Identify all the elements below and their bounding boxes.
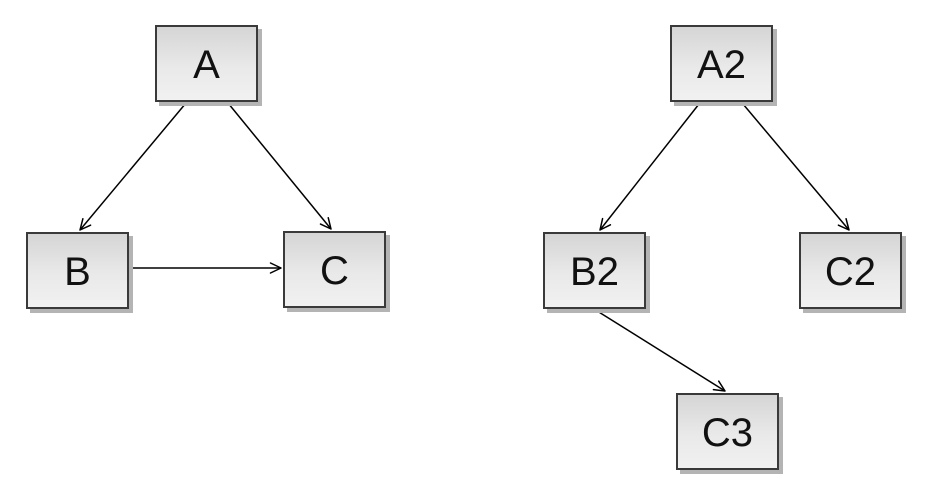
edge-B2-C3 [593, 308, 726, 392]
node-B2[interactable]: B2 [543, 232, 646, 309]
edge-A-B [79, 102, 187, 231]
node-C3[interactable]: C3 [676, 393, 779, 470]
node-A[interactable]: A [155, 25, 258, 102]
node-C-label: C [320, 248, 349, 293]
node-C2-label: C2 [824, 249, 877, 294]
node-C2[interactable]: C2 [799, 232, 902, 309]
node-C3-label: C3 [701, 410, 754, 455]
node-B[interactable]: B [26, 232, 129, 309]
node-A2-label: A2 [697, 42, 746, 87]
node-A2[interactable]: A2 [670, 25, 773, 102]
edge-A-C [227, 102, 332, 230]
node-A-label: A [193, 42, 220, 87]
node-B2-label: B2 [570, 249, 619, 294]
edge-A2-C2 [742, 103, 850, 231]
node-C[interactable]: C [283, 231, 386, 308]
node-B-label: B [64, 249, 91, 294]
edge-A2-B2 [599, 103, 700, 231]
